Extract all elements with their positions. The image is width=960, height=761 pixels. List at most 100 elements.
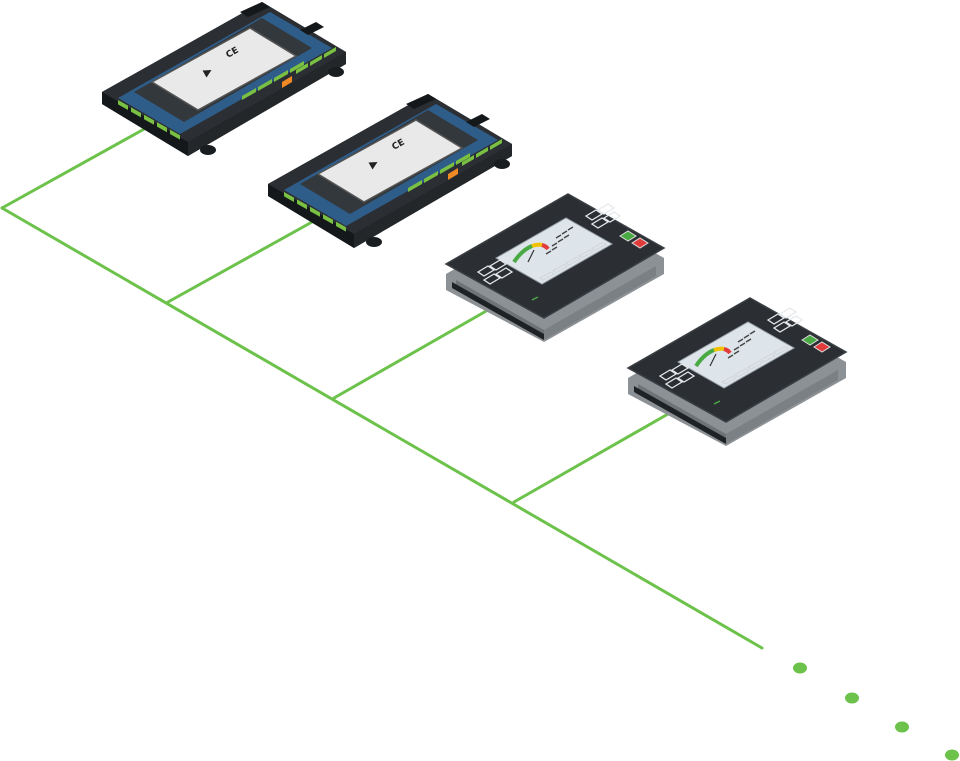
mounting-foot <box>200 145 216 155</box>
gauge-needle <box>527 249 535 263</box>
terminal-block <box>408 180 422 192</box>
soft-key <box>760 353 776 363</box>
triangle-logo <box>368 162 378 170</box>
terminal-block <box>296 63 308 74</box>
controller-right-face <box>188 52 346 156</box>
soft-key <box>747 360 763 370</box>
connector <box>466 114 490 127</box>
nav-key <box>482 273 502 285</box>
soft-key <box>721 375 737 385</box>
terminal-block <box>310 206 320 217</box>
terminal-block <box>440 162 454 174</box>
soft-key <box>734 368 750 378</box>
connector <box>406 94 436 109</box>
controller-module-2: CE <box>268 94 512 248</box>
nav-key <box>784 315 804 327</box>
nav-key <box>658 369 678 381</box>
display-panel-1 <box>444 193 666 342</box>
triangle-logo <box>202 70 212 78</box>
gauge-green-arc <box>694 348 715 368</box>
screen-value-dash <box>733 350 740 355</box>
stop-led-button <box>631 237 649 249</box>
screen-value-dash <box>739 342 746 347</box>
terminal-block <box>157 122 167 133</box>
nav-key <box>596 203 616 215</box>
soft-key <box>552 264 568 274</box>
gauge-green-arc <box>512 244 533 264</box>
gauge-red-arc <box>723 347 732 355</box>
continuation-dot <box>793 662 807 674</box>
terminal-block <box>170 129 180 140</box>
display-panel-2 <box>626 297 848 446</box>
connector <box>240 2 270 17</box>
bus-drop-controller-2 <box>166 220 314 304</box>
terminal-block <box>131 107 141 118</box>
stop-led-button <box>813 341 831 353</box>
screen-value-dash <box>743 334 750 339</box>
controller-front-face <box>268 184 354 248</box>
continuation-dot <box>895 721 909 733</box>
terminal-block <box>490 139 502 150</box>
mounting-foot <box>494 159 510 169</box>
soft-key <box>539 271 555 281</box>
terminal-block <box>297 199 307 210</box>
orange-terminal <box>448 168 458 180</box>
display-screen <box>676 321 796 389</box>
status-indicator <box>531 296 539 301</box>
terminal-block <box>118 100 128 110</box>
screen-value-dash <box>561 230 568 235</box>
nav-key <box>772 321 792 333</box>
soft-key <box>578 249 594 259</box>
nav-key <box>476 265 496 277</box>
screen-value-dash <box>727 354 734 359</box>
terminal-block <box>424 171 438 183</box>
screen-value-dash <box>551 246 558 251</box>
start-led-button <box>801 334 819 346</box>
terminal-block <box>476 147 488 158</box>
gauge-red-arc <box>541 243 550 251</box>
nav-key <box>778 307 798 319</box>
screen-value-dash <box>545 250 552 255</box>
soft-key <box>773 345 789 355</box>
bus-drop-display-1 <box>332 308 490 400</box>
continuation-dot <box>945 749 959 761</box>
terminal-block <box>310 55 322 66</box>
nav-key <box>602 211 622 223</box>
screen-value-dash <box>745 338 752 343</box>
display-back-side <box>544 266 656 340</box>
screen-value-dash <box>749 330 756 335</box>
nav-key <box>584 209 604 221</box>
terminal-block <box>462 155 474 166</box>
continuation-dot <box>845 692 859 704</box>
continuation-dots <box>793 662 959 761</box>
screen-value-dash <box>555 234 562 239</box>
terminal-block <box>456 153 470 165</box>
status-indicator <box>713 400 721 405</box>
terminal-block <box>144 114 154 125</box>
terminal-block <box>284 192 294 202</box>
soft-key <box>591 241 607 251</box>
nav-key <box>590 217 610 229</box>
controller-module-1: CE <box>102 2 346 156</box>
nav-key <box>766 313 786 325</box>
display-back-side <box>726 370 838 444</box>
mounting-foot <box>328 67 344 77</box>
display-bottom-strip <box>634 386 726 444</box>
screen-value-dash <box>551 242 558 247</box>
gauge-yellow-arc <box>713 346 725 352</box>
screen-value-dash <box>557 238 564 243</box>
label-panel <box>150 27 298 111</box>
screen-value-dash <box>733 346 740 351</box>
terminal-block <box>258 79 272 91</box>
screen-value-dash <box>567 226 574 231</box>
controller-front-face <box>102 92 188 156</box>
orange-terminal <box>282 76 292 88</box>
soft-key <box>565 256 581 266</box>
bus-lines <box>0 126 764 650</box>
terminal-block <box>336 221 346 232</box>
bus-drop-display-2 <box>512 412 670 504</box>
screen-value-dash <box>563 234 570 239</box>
bus-drop-controller-1 <box>0 126 148 210</box>
mounting-foot <box>366 237 382 247</box>
